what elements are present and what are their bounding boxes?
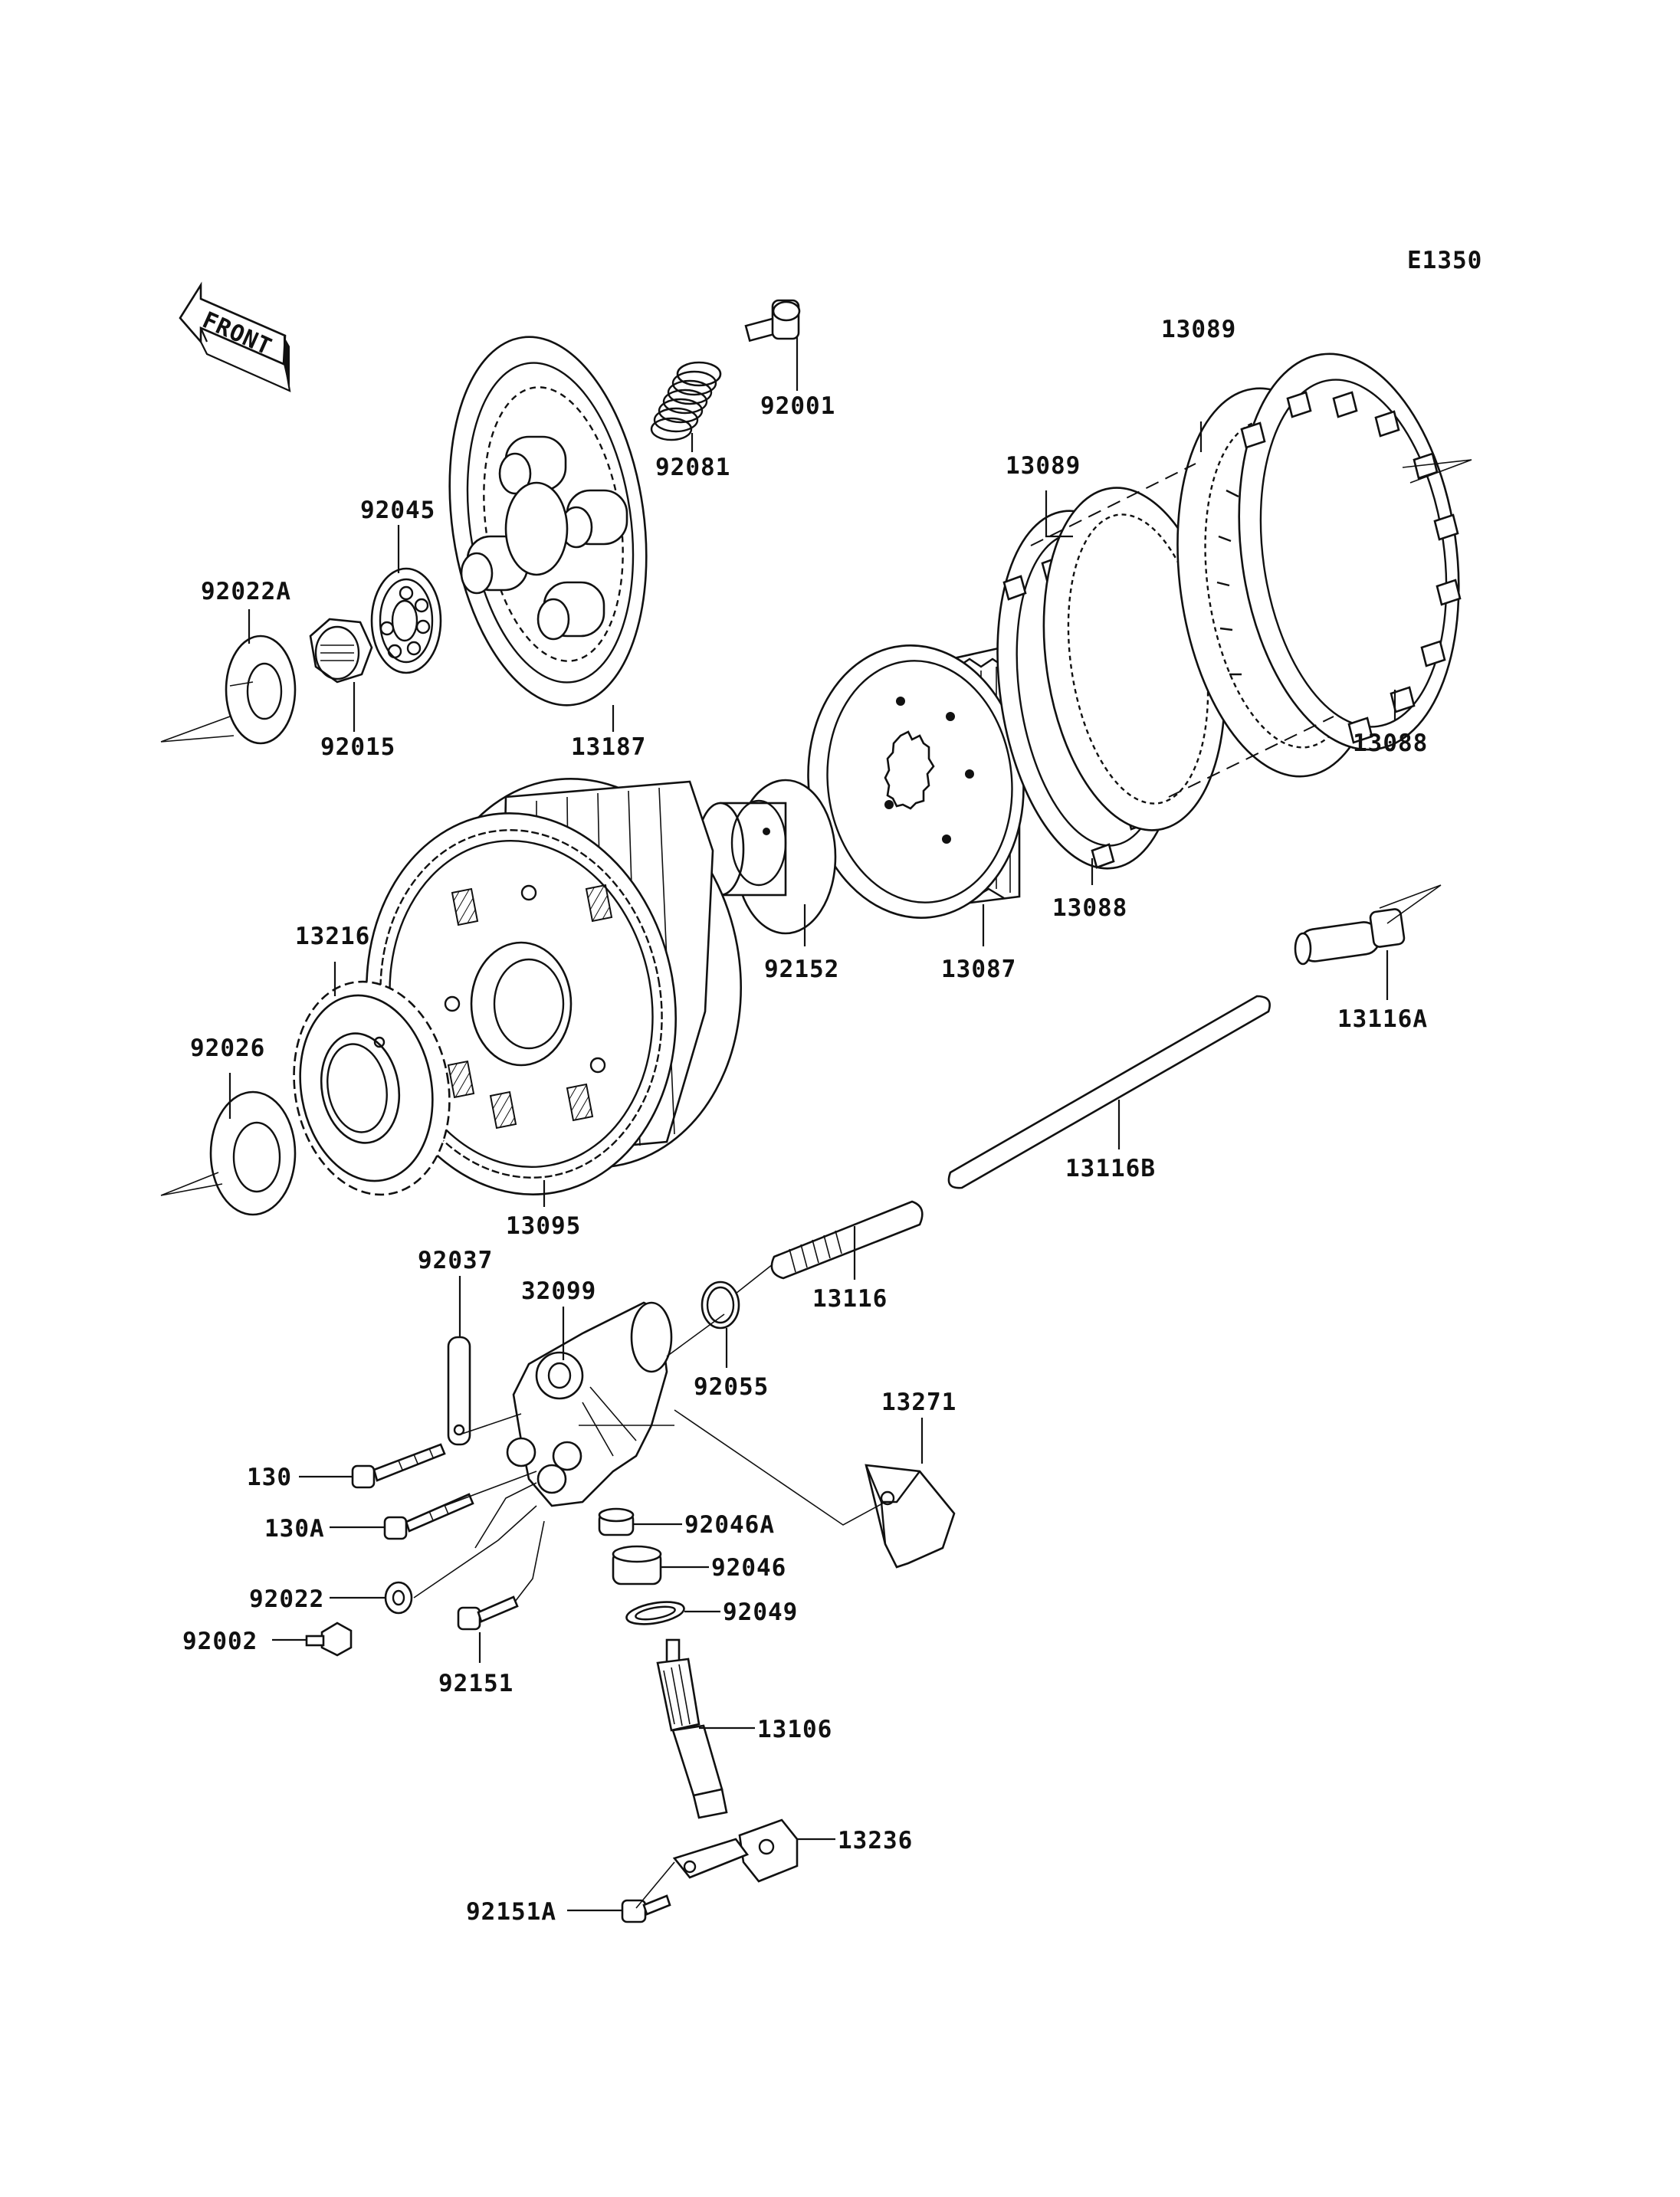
release-housing-32099: [506, 1301, 673, 1507]
label-92151A: 92151A: [466, 1898, 556, 1926]
label-92026: 92026: [190, 1035, 265, 1062]
pushrod-13116: [770, 1200, 924, 1280]
label-13087: 13087: [941, 956, 1016, 983]
label-130A: 130A: [264, 1515, 325, 1543]
sleeve-92152: [696, 779, 837, 935]
label-92022A: 92022A: [201, 578, 291, 605]
part-labels: 92001 92081 92045 92022A 92015 13187 130…: [182, 316, 1428, 1926]
label-13088-lower: 13088: [1052, 894, 1127, 922]
alignment-line-upper: [1030, 463, 1196, 546]
label-13271: 13271: [881, 1389, 956, 1416]
label-92046: 92046: [711, 1554, 786, 1582]
bolt-130A: [383, 1493, 474, 1540]
lever-13236: [672, 1818, 799, 1883]
label-92001: 92001: [760, 392, 835, 420]
shaft-13106: [656, 1638, 728, 1819]
label-92045: 92045: [360, 497, 435, 524]
label-13106: 13106: [757, 1716, 832, 1743]
spring-92081: [650, 361, 722, 441]
label-130: 130: [247, 1464, 292, 1491]
bolt-92151A: [621, 1894, 671, 1923]
bolt-92001: [744, 299, 801, 343]
label-92002: 92002: [182, 1628, 258, 1655]
label-13116: 13116: [812, 1285, 888, 1313]
bearing-92045: [370, 567, 442, 674]
seal-92049: [625, 1601, 685, 1625]
label-13187: 13187: [571, 733, 646, 761]
label-13116A: 13116A: [1337, 1005, 1428, 1033]
label-92055: 92055: [694, 1373, 769, 1401]
label-13088-upper: 13088: [1353, 730, 1428, 757]
label-13095: 13095: [506, 1212, 581, 1240]
friction-plate-13088-upper: [1238, 353, 1462, 751]
bolt-92151: [457, 1595, 519, 1631]
label-13216: 13216: [295, 923, 370, 950]
label-13236: 13236: [838, 1827, 913, 1854]
bearing-92046A: [598, 1507, 635, 1536]
bearing-92046: [612, 1545, 662, 1585]
label-92081: 92081: [655, 454, 730, 481]
label-13089-upper: 13089: [1161, 316, 1236, 343]
strap-92037: [447, 1336, 471, 1446]
diagram-code: E1350: [1407, 247, 1482, 274]
leader-lines: [160, 337, 1472, 1912]
pushrod-13116A: [1294, 908, 1406, 966]
pushrod-13116B: [947, 995, 1271, 1189]
label-32099: 32099: [521, 1277, 596, 1305]
bolt-130: [351, 1443, 446, 1489]
washer-92022: [384, 1581, 413, 1615]
label-92015: 92015: [320, 733, 395, 761]
nut-92015: [309, 618, 373, 684]
gear-13216: [293, 980, 451, 1196]
washer-92026: [209, 1090, 297, 1216]
front-arrow-icon: FRONT: [179, 281, 291, 392]
washer-92022A: [225, 635, 297, 745]
label-92152: 92152: [764, 956, 839, 983]
label-92022: 92022: [249, 1585, 324, 1613]
alignment-line-lower: [1168, 716, 1334, 798]
label-13089-lower: 13089: [1006, 452, 1081, 480]
label-92037: 92037: [418, 1247, 493, 1274]
pressure-plate-13187: [448, 336, 648, 707]
label-92049: 92049: [723, 1599, 798, 1626]
o-ring-92055: [701, 1280, 740, 1330]
label-92151: 92151: [438, 1670, 514, 1697]
label-92046A: 92046A: [684, 1511, 775, 1539]
bolt-92002: [305, 1622, 353, 1657]
label-13116B: 13116B: [1065, 1155, 1156, 1182]
bracket-13271: [865, 1464, 956, 1569]
